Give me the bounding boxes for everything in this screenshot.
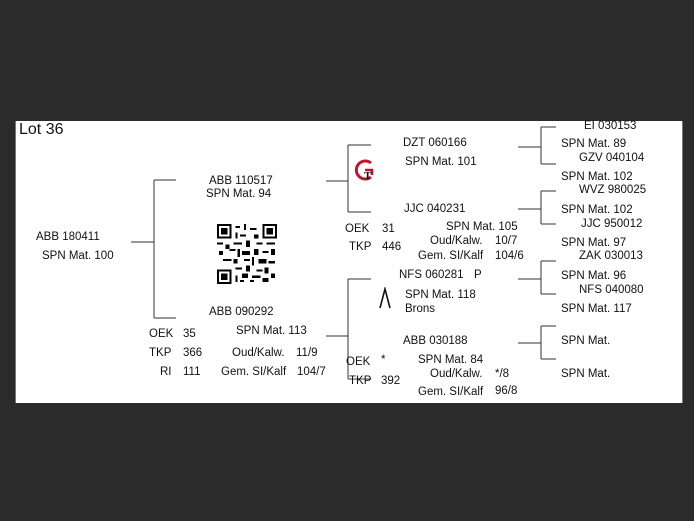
sd-stat-label-1: TKP — [349, 241, 372, 253]
dam-stat-value-0: 35 — [183, 328, 196, 340]
dd-oud-value: */8 — [495, 368, 510, 380]
dd-stat-value-0: * — [381, 354, 386, 366]
ggp-id-1: GZV 040104 — [579, 152, 645, 164]
animal-spn: SPN Mat. 100 — [42, 250, 114, 262]
dd-stat-label-1: TKP — [349, 375, 372, 387]
pedigree-lines — [131, 126, 556, 380]
qr-code-icon — [217, 224, 277, 284]
dam-stat-label-0: OEK — [149, 328, 174, 340]
sd-stat-label-0: OEK — [345, 223, 370, 235]
ggp-id-5: NFS 040080 — [579, 284, 644, 296]
sd-id: JJC 040231 — [404, 203, 466, 215]
ss-id: DZT 060166 — [403, 137, 467, 149]
sire-id: ABB 110517 — [209, 175, 273, 187]
ds-spn: SPN Mat. 118 — [405, 289, 476, 301]
dam-id: ABB 090292 — [209, 306, 274, 318]
animal-id: ABB 180411 — [36, 231, 100, 243]
ggp-spn-8: SPN Mat. — [561, 368, 611, 380]
dam-stat-value-1: 366 — [183, 347, 203, 359]
sd-oud-label: Oud/Kalw. — [430, 235, 483, 247]
ggp-id-4: ZAK 030013 — [579, 250, 643, 262]
sd-oud-value: 10/7 — [495, 235, 518, 247]
ds-id: NFS 060281 — [399, 269, 464, 281]
chevron-up-icon — [378, 285, 392, 313]
dam-gem-label: Gem. SI/Kalf — [221, 366, 287, 378]
sd-spn: SPN Mat. 105 — [446, 221, 518, 233]
dam-stat-value-2: 111 — [183, 366, 201, 378]
sire-spn: SPN Mat. 94 — [206, 188, 272, 200]
sd-stat-value-0: 31 — [382, 223, 395, 235]
dd-spn: SPN Mat. 84 — [418, 354, 484, 366]
ggp-spn-6: SPN Mat. 117 — [561, 303, 632, 315]
dd-gem-value: 96/8 — [495, 385, 518, 397]
lot-title: Lot 36 — [19, 121, 64, 138]
ggp-spn-4: SPN Mat. 97 — [561, 237, 627, 249]
dd-gem-label: Gem. SI/Kalf — [418, 386, 484, 398]
sd-stat-value-1: 446 — [382, 241, 402, 253]
ss-spn: SPN Mat. 101 — [405, 156, 477, 168]
pedigree-sheet: Lot 36 — [15, 120, 683, 403]
ggp-spn-7: SPN Mat. — [561, 335, 611, 347]
sd-gem-value: 104/6 — [495, 250, 524, 262]
sd-gem-label: Gem. SI/Kalf — [418, 250, 484, 262]
dd-stat-label-0: OEK — [346, 356, 371, 368]
ds-extra: Brons — [405, 303, 436, 315]
svg-text:T: T — [364, 170, 372, 182]
dam-gem-value: 104/7 — [297, 366, 326, 378]
ggp-id-0: EI 030153 — [584, 120, 637, 132]
ggp-id-3: JJC 950012 — [581, 218, 643, 230]
dd-stat-value-1: 392 — [381, 375, 401, 387]
dam-oud-value: 11/9 — [296, 347, 318, 359]
dd-id: ABB 030188 — [403, 335, 468, 347]
dd-oud-label: Oud/Kalw. — [430, 368, 483, 380]
ggp-id-2: WVZ 980025 — [579, 184, 647, 196]
ggp-spn-5: SPN Mat. 96 — [561, 270, 627, 282]
dam-oud-label: Oud/Kalw. — [232, 347, 285, 359]
dam-stat-label-1: TKP — [149, 347, 172, 359]
ggp-spn-2: SPN Mat. 102 — [561, 171, 633, 183]
ggp-spn-1: SPN Mat. 89 — [561, 138, 627, 150]
ggp-spn-3: SPN Mat. 102 — [561, 204, 633, 216]
dam-spn: SPN Mat. 113 — [236, 325, 307, 337]
dam-stat-label-2: RI — [160, 366, 172, 378]
ds-mark: P — [474, 269, 482, 281]
gt-logo-icon: T — [354, 159, 374, 182]
